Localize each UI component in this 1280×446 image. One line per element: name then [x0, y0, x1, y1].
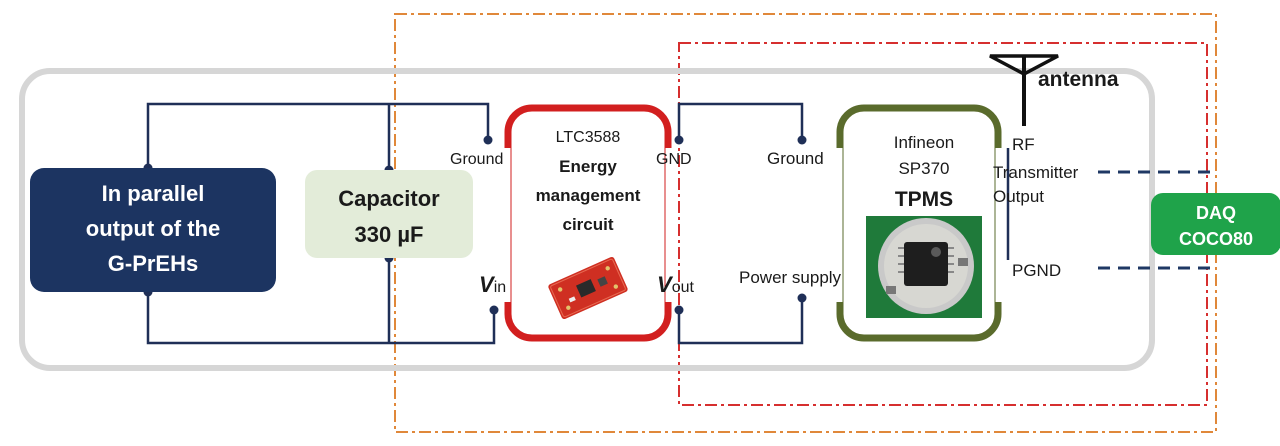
- tpms-name: TPMS: [895, 188, 953, 211]
- daq-block: DAQ COCO80: [1151, 193, 1280, 255]
- tpms-model: SP370: [898, 159, 949, 178]
- ltc-pin-vout-main: V: [657, 272, 674, 297]
- antenna-label: antenna: [1038, 68, 1119, 91]
- tpms-pin-pgnd: PGND: [1012, 261, 1061, 280]
- wires: [146, 102, 1010, 345]
- daq-line-2: COCO80: [1179, 229, 1253, 249]
- ltc-pin-ground: Ground: [450, 151, 503, 168]
- source-line-3: G-PrEHs: [108, 251, 198, 276]
- ltc-name-line-1: Energy: [559, 157, 617, 176]
- source-line-2: output of the: [86, 216, 220, 241]
- tpms-maker: Infineon: [894, 133, 955, 152]
- rf-line-3: Output: [993, 187, 1044, 206]
- capacitor-line-1: Capacitor: [338, 186, 440, 211]
- ltc-pin-vin-sub: in: [494, 279, 506, 296]
- ltc-block: LTC3588 Energy management circuit: [499, 104, 677, 342]
- tpms-block: Infineon SP370 TPMS: [831, 104, 1007, 342]
- daq-line-1: DAQ: [1196, 203, 1236, 223]
- ltc-name-line-2: management: [536, 186, 641, 205]
- capacitor-line-2: 330 µF: [355, 222, 424, 247]
- ltc-board-photo: [548, 256, 628, 320]
- ltc-pin-vin-main: V: [479, 272, 496, 297]
- capacitor-block: Capacitor 330 µF: [305, 170, 473, 258]
- ltc-pin-gnd: GND: [656, 151, 692, 168]
- source-line-1: In parallel: [102, 181, 205, 206]
- ltc-name-line-3: circuit: [562, 215, 613, 234]
- rf-line-1: RF: [1012, 135, 1035, 154]
- tpms-chip-photo: [866, 216, 982, 318]
- tpms-pin-ground: Ground: [767, 149, 824, 168]
- source-block: In parallel output of the G-PrEHs: [30, 168, 276, 292]
- ltc-pin-vout: Vout: [657, 272, 694, 297]
- ltc-pin-vout-sub: out: [672, 279, 695, 296]
- ltc-pin-vin: Vin: [479, 272, 506, 297]
- tpms-pin-power: Power supply: [739, 268, 842, 287]
- ltc-title: LTC3588: [556, 129, 621, 146]
- rf-line-2: Transmitter: [993, 163, 1079, 182]
- antenna-icon: [989, 54, 1059, 126]
